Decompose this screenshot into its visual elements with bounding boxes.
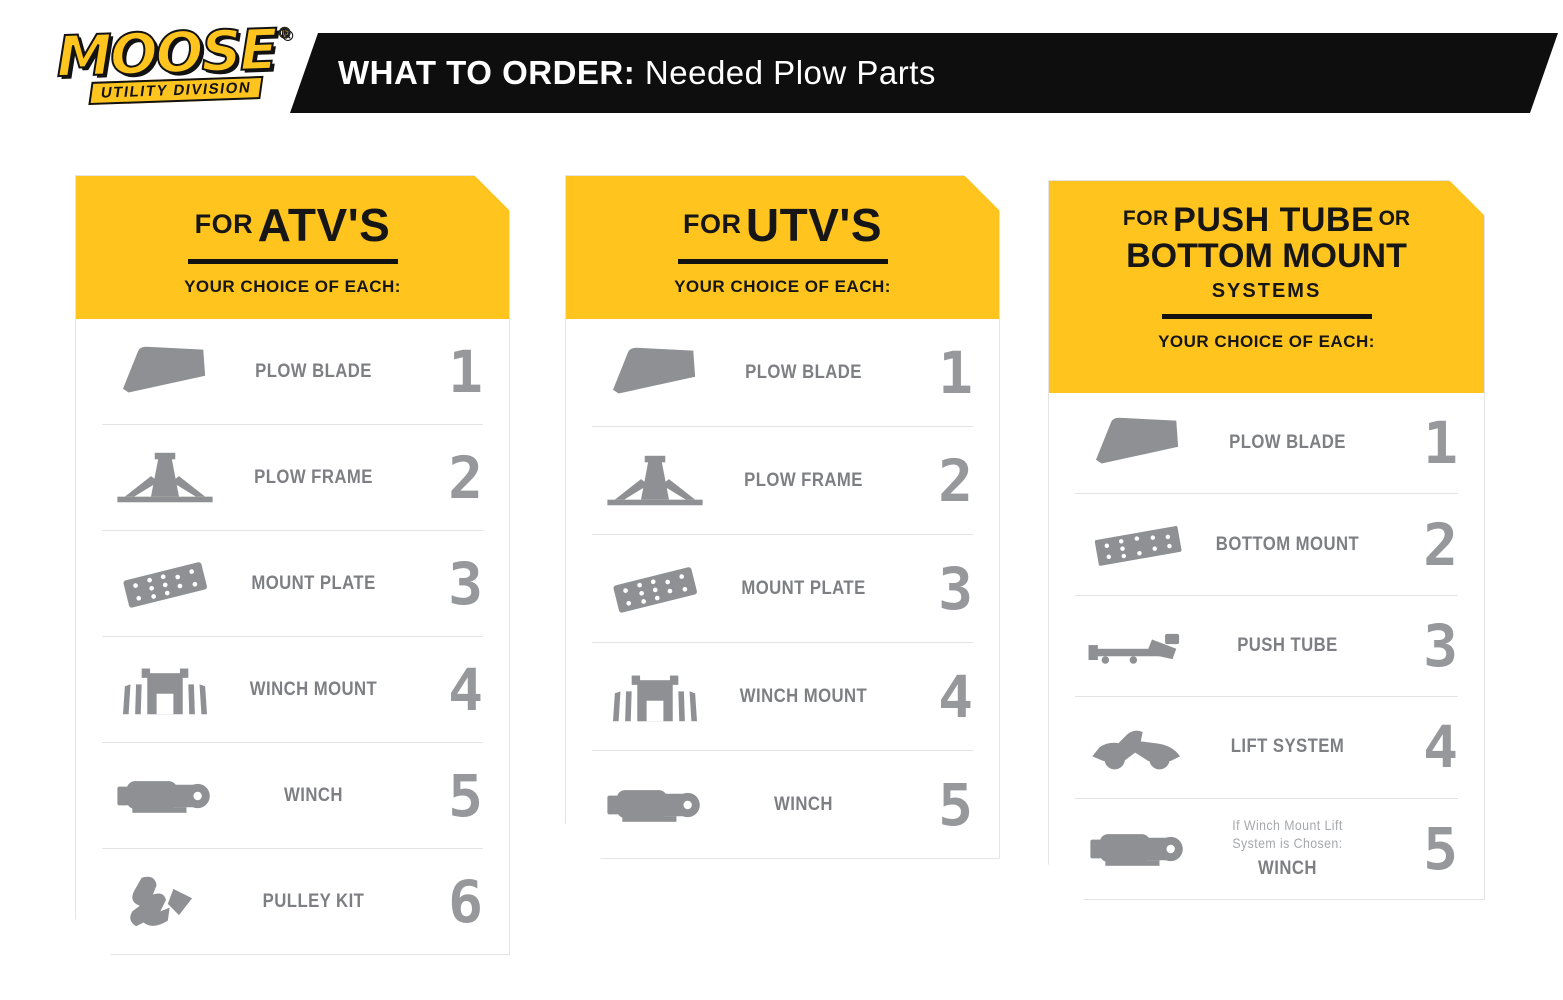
- part-row: WINCH MOUNT 4: [102, 637, 483, 743]
- page-title-bold: WHAT TO ORDER:: [338, 54, 636, 91]
- card-atv: FOR ATV'S YOUR CHOICE OF EACH: PLOW BLAD…: [75, 175, 510, 955]
- part-row: WINCH MOUNT 4: [592, 643, 973, 751]
- part-quantity: 1: [1423, 409, 1458, 478]
- card-ptbm-title-line3: SYSTEMS: [1211, 280, 1322, 303]
- part-row: MOUNT PLATE 3: [592, 535, 973, 643]
- card-ptbm-header: FOR PUSH TUBE OR BOTTOM MOUNT SYSTEMS YO…: [1049, 181, 1484, 393]
- part-label: PLOW FRAME: [744, 469, 863, 491]
- part-quantity: 4: [938, 662, 973, 731]
- page-title: WHAT TO ORDER: Needed Plow Parts: [338, 33, 936, 113]
- plow-blade-icon: [592, 345, 718, 401]
- card-utv: FOR UTV'S YOUR CHOICE OF EACH: PLOW BLAD…: [565, 175, 1000, 859]
- card-atv-body: PLOW BLADE 1 PLOW FRAME 2: [76, 319, 509, 954]
- part-row: MOUNT PLATE 3: [102, 531, 483, 637]
- part-label: PLOW BLADE: [255, 360, 372, 382]
- bottom-mount-icon: [1075, 517, 1201, 573]
- card-utv-header: FOR UTV'S YOUR CHOICE OF EACH:: [566, 176, 999, 319]
- title-underline: [678, 259, 888, 264]
- part-label: MOUNT PLATE: [741, 577, 866, 599]
- part-label: WINCH: [1258, 858, 1317, 880]
- card-ptbm-title-line2: BOTTOM MOUNT: [1126, 237, 1407, 275]
- card-utv-body: PLOW BLADE 1 PLOW FRAME 2: [566, 319, 999, 858]
- part-row: PLOW BLADE 1: [592, 319, 973, 427]
- utility-division-label: UTILITY DIVISION: [88, 75, 264, 106]
- part-label: PUSH TUBE: [1237, 635, 1338, 657]
- part-quantity: 3: [448, 549, 483, 618]
- part-label-group: If Winch Mount Lift System is Chosen: WI…: [1211, 817, 1363, 880]
- part-row: If Winch Mount Lift System is Chosen: WI…: [1075, 799, 1458, 899]
- part-quantity: 5: [938, 770, 973, 839]
- part-quantity: 6: [448, 867, 483, 936]
- push-tube-icon: [1075, 618, 1201, 674]
- part-label: PLOW BLADE: [1229, 432, 1346, 454]
- card-ptbm-title: FOR PUSH TUBE OR: [1122, 201, 1411, 239]
- part-row: LIFT SYSTEM 4: [1075, 697, 1458, 798]
- part-label: BOTTOM MOUNT: [1215, 533, 1360, 555]
- part-quantity: 5: [448, 761, 483, 830]
- part-label: MOUNT PLATE: [251, 572, 376, 594]
- title-banner: [290, 33, 1558, 113]
- card-ptbm-subtitle: YOUR CHOICE OF EACH:: [1158, 332, 1375, 352]
- pulley-kit-icon: [102, 874, 228, 930]
- plow-blade-icon: [1075, 415, 1201, 471]
- part-quantity: 4: [448, 655, 483, 724]
- part-quantity: 4: [1423, 713, 1458, 782]
- part-quantity: 3: [938, 554, 973, 623]
- page-title-regular: Needed Plow Parts: [635, 54, 936, 91]
- part-label: WINCH: [774, 793, 833, 815]
- part-quantity: 2: [938, 446, 973, 515]
- card-atv-header: FOR ATV'S YOUR CHOICE OF EACH:: [76, 176, 509, 319]
- title-underline: [1162, 314, 1372, 319]
- card-atv-subtitle: YOUR CHOICE OF EACH:: [184, 277, 401, 296]
- winch-condition-note: If Winch Mount Lift System is Chosen:: [1232, 817, 1343, 851]
- part-quantity: 3: [1423, 612, 1458, 681]
- part-row: PLOW FRAME 2: [102, 425, 483, 531]
- part-row: BOTTOM MOUNT 2: [1075, 494, 1458, 595]
- part-quantity: 2: [448, 443, 483, 512]
- card-atv-title: FOR ATV'S: [194, 199, 391, 251]
- winch-icon: [592, 777, 718, 833]
- part-row: PUSH TUBE 3: [1075, 596, 1458, 697]
- registered-mark: ®: [276, 23, 293, 43]
- part-row: PLOW BLADE 1: [102, 319, 483, 425]
- part-label: WINCH MOUNT: [249, 678, 378, 700]
- part-label: LIFT SYSTEM: [1230, 736, 1345, 758]
- part-label: PLOW FRAME: [254, 466, 373, 488]
- part-row: WINCH 5: [102, 743, 483, 849]
- part-label: WINCH: [284, 784, 343, 806]
- part-row: PLOW FRAME 2: [592, 427, 973, 535]
- part-label: WINCH MOUNT: [739, 685, 868, 707]
- winch-mount-icon: [102, 662, 228, 718]
- plow-frame-icon: [592, 453, 718, 509]
- winch-icon: [102, 768, 228, 824]
- part-quantity: 5: [1423, 814, 1458, 883]
- moose-logo: MOOSE® UTILITY DIVISION: [49, 16, 302, 107]
- plow-blade-icon: [102, 344, 228, 400]
- mount-plate-icon: [592, 561, 718, 617]
- part-row: PLOW BLADE 1: [1075, 393, 1458, 494]
- card-ptbm-body: PLOW BLADE 1: [1049, 393, 1484, 899]
- mount-plate-icon: [102, 556, 228, 612]
- part-quantity: 1: [448, 337, 483, 406]
- part-row: PULLEY KIT 6: [102, 849, 483, 954]
- winch-mount-icon: [592, 669, 718, 725]
- card-utv-subtitle: YOUR CHOICE OF EACH:: [674, 277, 891, 296]
- winch-icon: [1075, 821, 1201, 877]
- plow-frame-icon: [102, 450, 228, 506]
- part-row: WINCH 5: [592, 751, 973, 858]
- part-label: PLOW BLADE: [745, 361, 862, 383]
- part-quantity: 1: [938, 338, 973, 407]
- part-label: PULLEY KIT: [262, 890, 365, 912]
- card-utv-title: FOR UTV'S: [682, 199, 883, 251]
- title-underline: [188, 259, 398, 264]
- lift-system-icon: [1075, 719, 1201, 775]
- card-push-tube-bottom-mount: FOR PUSH TUBE OR BOTTOM MOUNT SYSTEMS YO…: [1048, 180, 1485, 900]
- part-quantity: 2: [1423, 510, 1458, 579]
